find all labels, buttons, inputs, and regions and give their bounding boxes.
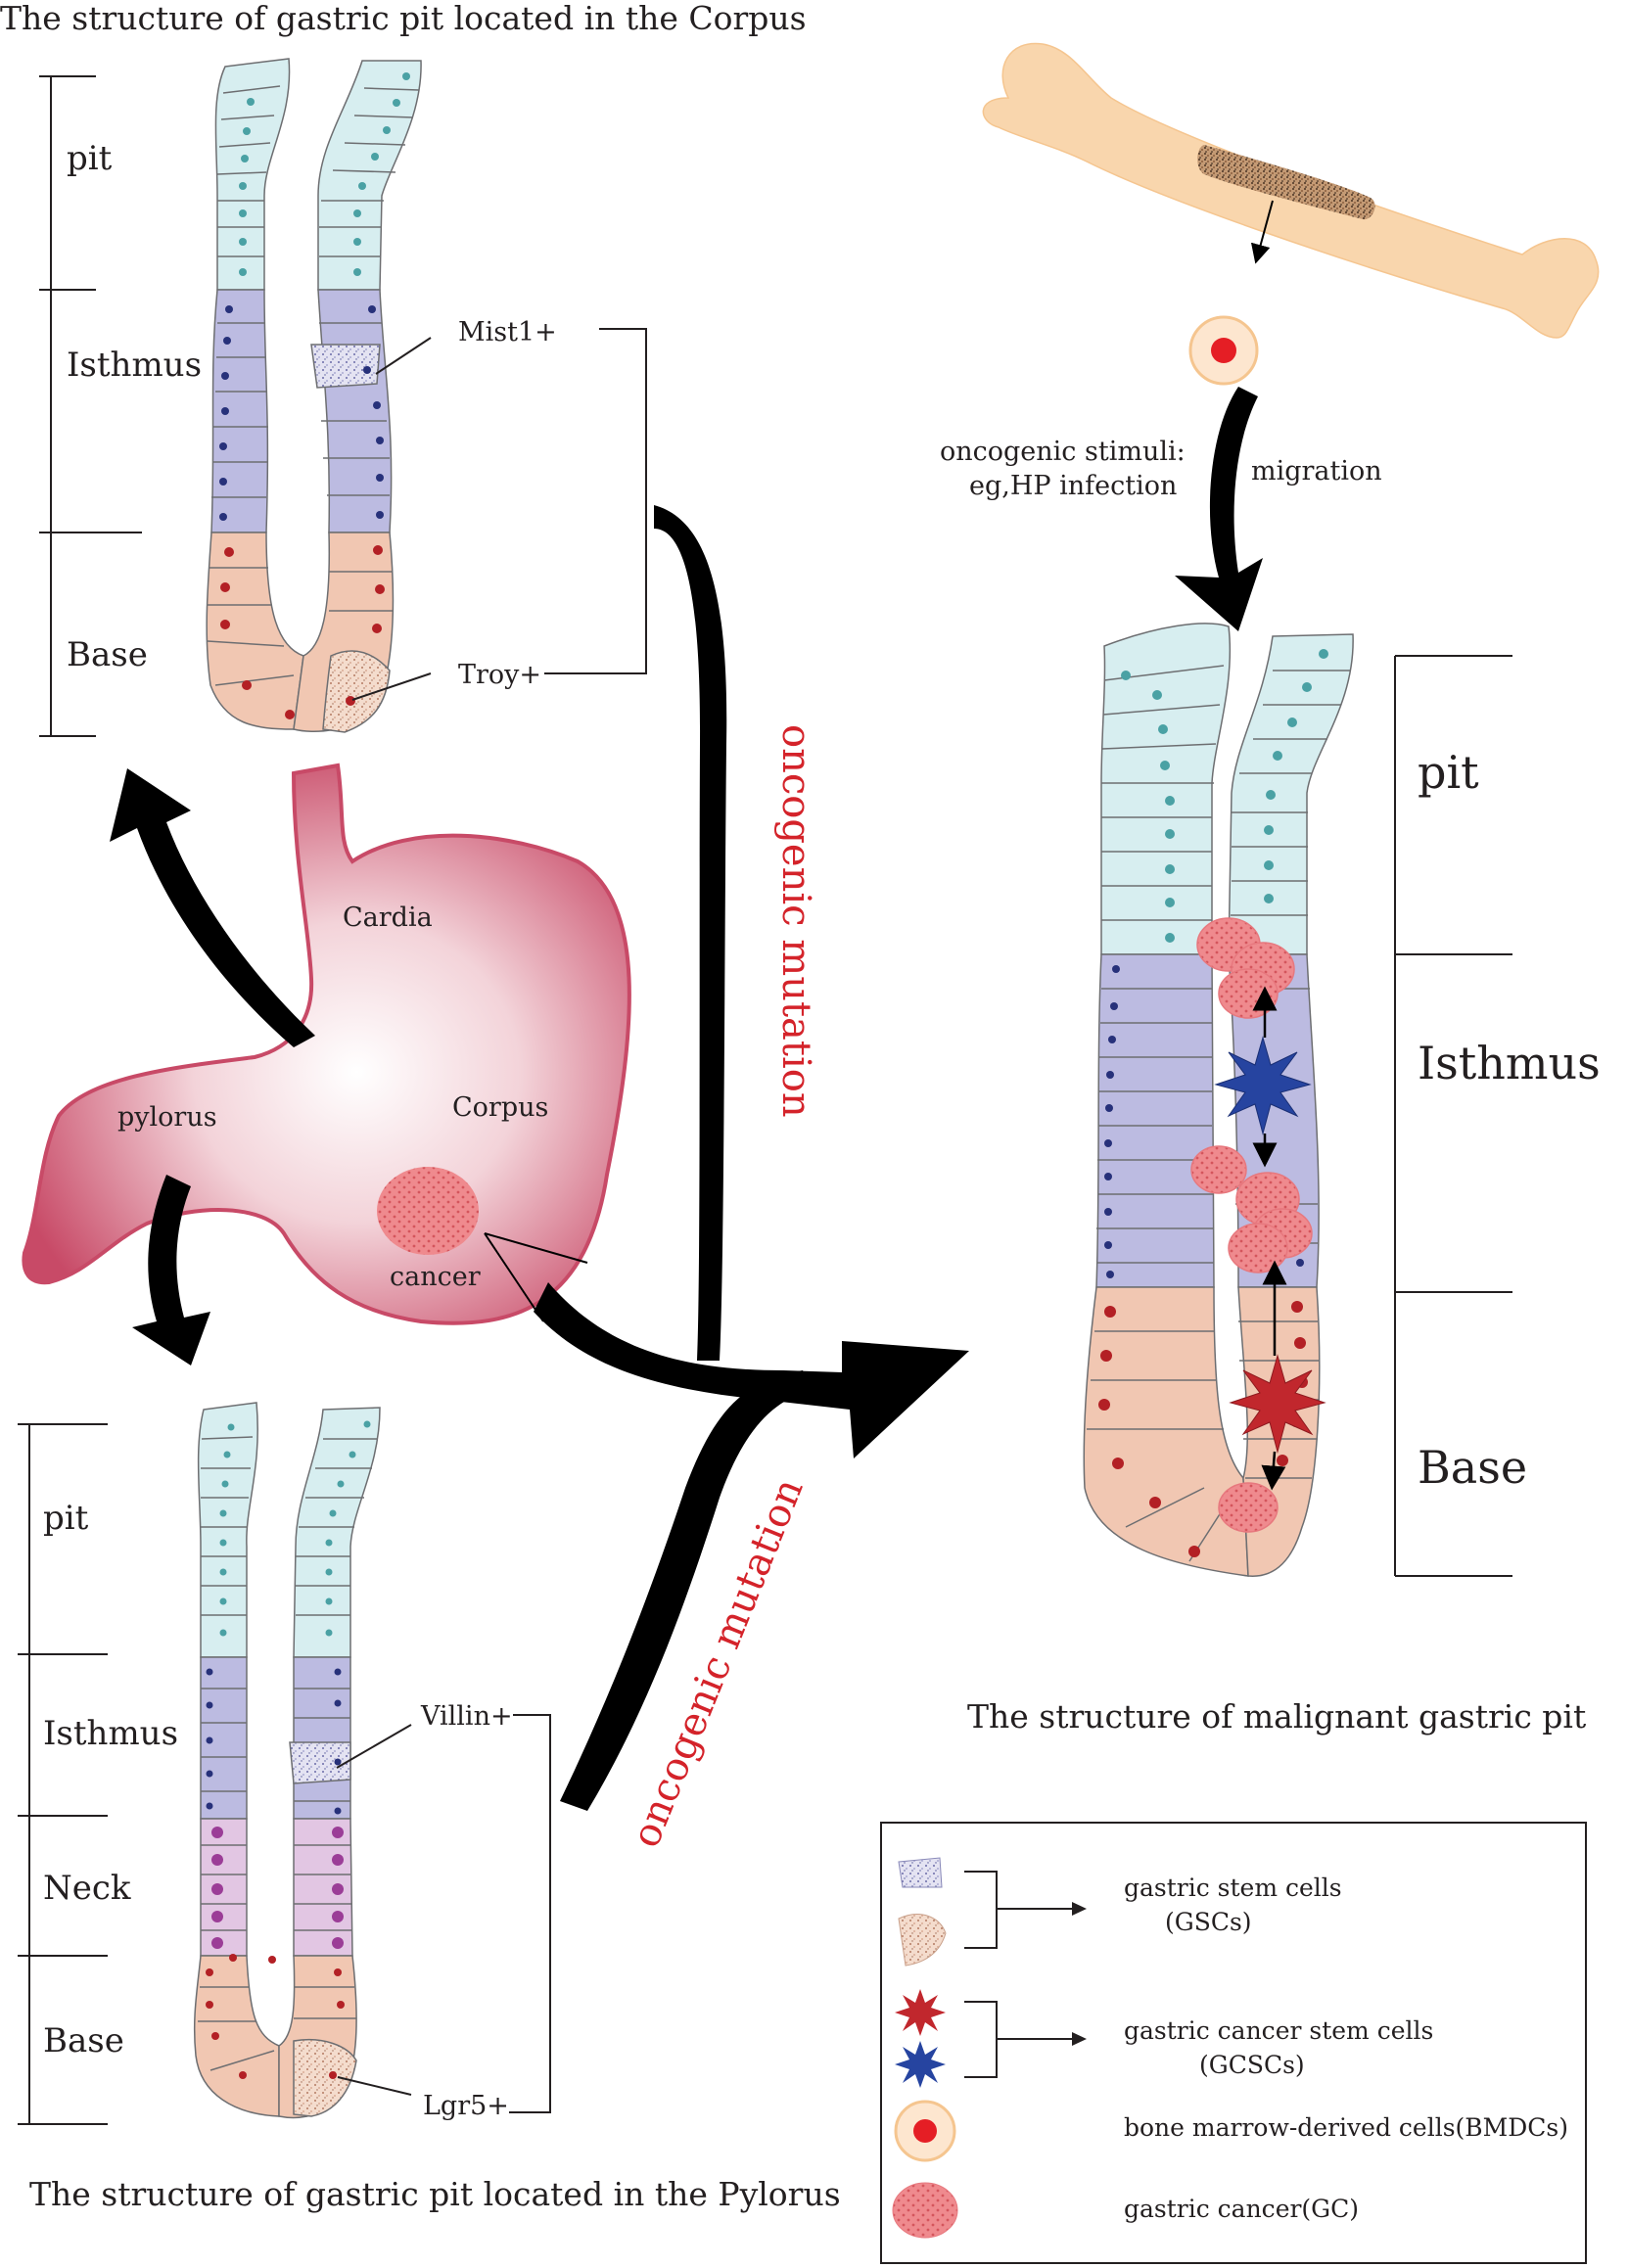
stomach-illustration (22, 763, 631, 1325)
corpus-gland (206, 58, 422, 733)
label-stimuli-line1: oncogenic stimuli: (940, 437, 1186, 467)
marker-villin: Villin+ (420, 1701, 513, 1732)
legend-gc-swatch (892, 2182, 958, 2239)
legend-gcsc-line1: gastric cancer stem cells (1124, 2016, 1433, 2045)
pylorus-zone-base: Base (43, 2021, 124, 2060)
pylorus-zone-neck: Neck (43, 1869, 131, 1908)
stomach-arrows (110, 768, 315, 1365)
malignant-cancer-clusters (1190, 917, 1313, 1533)
marker-troy: Troy+ (458, 660, 541, 690)
label-mutation-top: oncogenic mutation (773, 724, 818, 1118)
arrow-to-pylorus-pit (132, 1175, 210, 1365)
stomach-label-cardia: Cardia (343, 903, 433, 933)
malignant-zone-base: Base (1418, 1441, 1527, 1494)
pylorus-gland (193, 1402, 381, 2119)
legend-gsc-base-swatch (898, 1914, 947, 1967)
pylorus-zone-pit: pit (43, 1499, 89, 1538)
stomach-label-cancer: cancer (390, 1262, 481, 1292)
legend-gcsc-red-star (895, 1989, 946, 2036)
corpus-marker-bracket (351, 328, 647, 701)
arrow-migration (1175, 387, 1263, 631)
malignant-title: The structure of malignant gastric pit (967, 1697, 1586, 1736)
pylorus-zone-isthmus: Isthmus (43, 1714, 178, 1753)
corpus-zone-isthmus: Isthmus (67, 346, 202, 385)
pylorus-marker-bracket (336, 1714, 551, 2113)
malignant-gcsc-arrows (1252, 986, 1287, 1491)
legend-gsc-isthmus-swatch (898, 1857, 943, 1888)
legend-box (880, 1822, 1587, 2264)
marker-mist1: Mist1+ (458, 317, 557, 347)
legend-gsc-line1: gastric stem cells (1124, 1874, 1342, 1902)
corpus-scale-bar (39, 75, 142, 737)
bmdc-cell (1188, 315, 1259, 386)
arrow-to-corpus-pit (110, 768, 315, 1047)
arrow-bone-to-bmdc (1250, 200, 1274, 264)
malignant-scale-bar (1394, 655, 1512, 1577)
malignant-zone-pit: pit (1418, 746, 1479, 799)
stomach-cancer-mass (377, 1167, 479, 1255)
pylorus-scale-bar (18, 1423, 108, 2125)
malignant-gcsc-stars (1214, 1036, 1326, 1454)
stomach-label-pylorus: pylorus (117, 1102, 217, 1133)
stomach-label-corpus: Corpus (452, 1092, 548, 1123)
legend-bmdc: bone marrow-derived cells(BMDCs) (1124, 2113, 1568, 2142)
legend-gcsc-blue-star (895, 2041, 946, 2088)
corpus-title: The structure of gastric pit located in … (0, 0, 807, 37)
malignant-zone-isthmus: Isthmus (1418, 1037, 1601, 1089)
legend-gc: gastric cancer(GC) (1124, 2195, 1359, 2223)
label-stimuli-line2: eg,HP infection (969, 471, 1177, 501)
legend-gcsc-line2: (GCSCs) (1199, 2051, 1305, 2079)
corpus-zone-base: Base (67, 635, 148, 674)
bone-illustration (982, 42, 1600, 339)
legend-gsc-line2: (GSCs) (1165, 1908, 1252, 1936)
marker-lgr5: Lgr5+ (423, 2091, 509, 2121)
pylorus-title: The structure of gastric pit located in … (29, 2175, 841, 2213)
merge-arrow (534, 505, 969, 1811)
malignant-gland (1083, 623, 1354, 1577)
label-migration: migration (1251, 456, 1382, 486)
corpus-zone-pit: pit (67, 139, 113, 178)
